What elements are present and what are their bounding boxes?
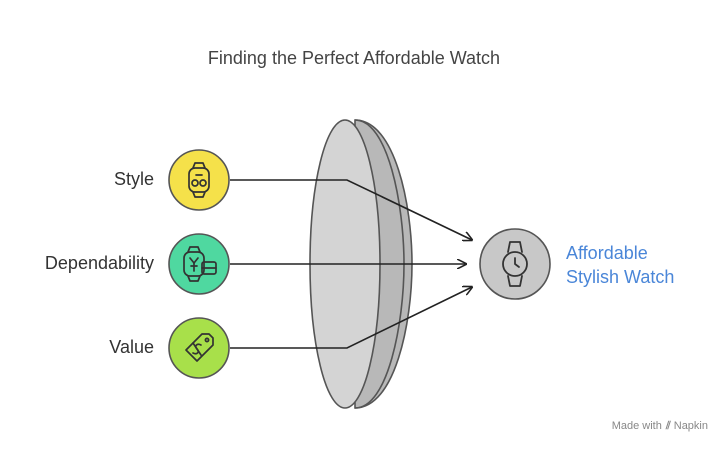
price-tag-icon (185, 333, 214, 362)
credit-brand: Napkin (673, 420, 708, 432)
credit-prefix: Made with (611, 420, 662, 432)
input-node-value (168, 317, 230, 379)
output-label: Affordable Stylish Watch (566, 241, 674, 289)
input-label-value: Value (109, 337, 154, 357)
connector-lines (230, 179, 472, 349)
input-label-style: Style (113, 169, 154, 189)
output-label-line2: Stylish Watch (566, 267, 675, 287)
input-node-style (168, 149, 230, 211)
output-node (479, 228, 551, 300)
diagram-title: Finding the Perfect Affordable Watch (207, 48, 501, 68)
smartwatch-icon (188, 162, 210, 198)
napkin-logo-icon: ⫽ (665, 420, 671, 432)
wristwatch-icon (502, 241, 528, 287)
input-label-dependability: Dependability (44, 253, 154, 273)
output-label-line1: Affordable (566, 243, 648, 263)
made-with-credit[interactable]: Made with⫽Napkin (612, 420, 708, 433)
connector-style (230, 179, 472, 240)
connector-value (230, 287, 472, 349)
input-node-dependability (168, 233, 230, 295)
watch-price-icon (183, 246, 217, 282)
